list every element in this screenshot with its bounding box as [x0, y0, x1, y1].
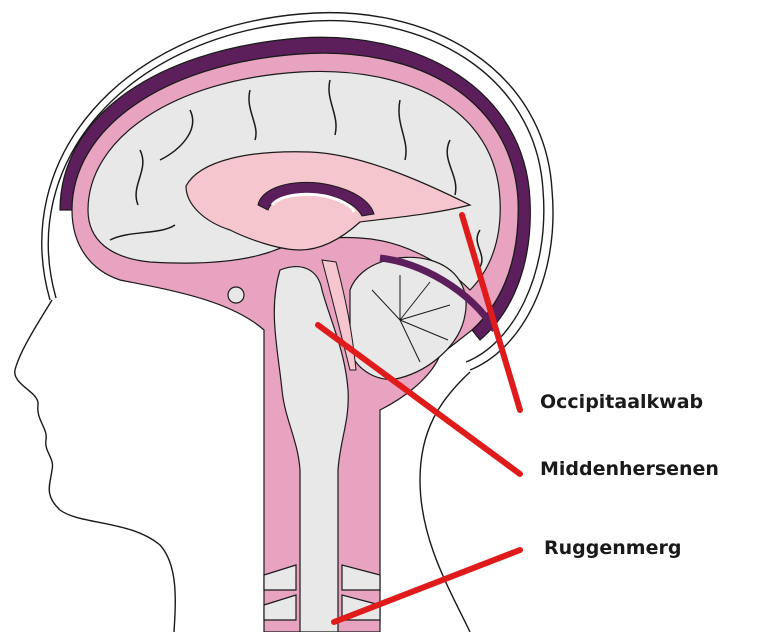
- label-ruggenmerg: Ruggenmerg: [544, 537, 681, 559]
- label-occipitaalkwab: Occipitaalkwab: [540, 391, 703, 413]
- face-profile: [15, 300, 175, 632]
- label-middenhersenen: Middenhersenen: [540, 458, 719, 480]
- neck-outline: [420, 372, 470, 632]
- pituitary: [228, 287, 244, 303]
